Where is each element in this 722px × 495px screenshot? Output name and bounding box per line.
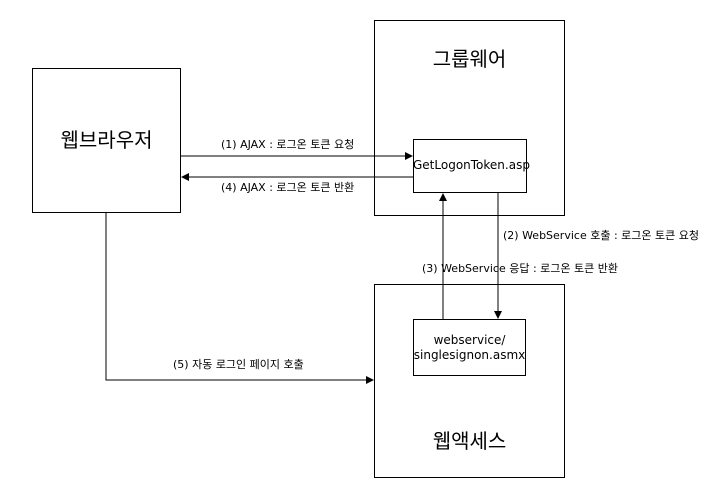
web-browser-label: 웹브라우저 (60, 128, 153, 152)
groupware-label: 그룹웨어 (432, 47, 507, 71)
singlesignon-service-label-line1: webservice/ (433, 333, 506, 347)
edge-4-label: (4) AJAX : 로그온 토큰 반환 (221, 181, 355, 194)
edge-3-label: (3) WebService 응답 : 로그온 토큰 반환 (422, 262, 618, 275)
singlesignon-service-label-line2: singlesignon.asmx (413, 348, 526, 362)
edge-5-label: (5) 자동 로그인 페이지 호출 (173, 358, 304, 371)
arrow-5-auto-login (105, 213, 374, 384)
get-logon-token-label: GetLogonToken.asp (413, 158, 530, 172)
webaccess-box (374, 284, 565, 478)
edge-2-label: (2) WebService 호출 : 로그온 토큰 요청 (503, 229, 699, 242)
singlesignon-service-box (413, 319, 526, 376)
web-browser-box (32, 68, 181, 213)
edge-1-label: (1) AJAX : 로그온 토큰 요청 (221, 138, 355, 151)
get-logon-token-box (413, 139, 527, 193)
webaccess-label: 웹액세스 (432, 429, 507, 453)
